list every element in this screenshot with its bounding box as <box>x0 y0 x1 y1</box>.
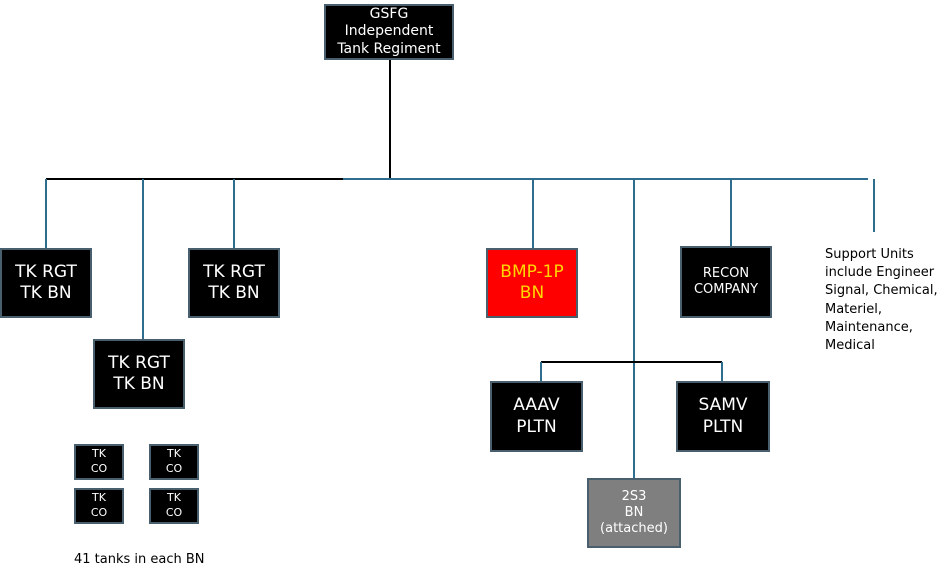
tank-company-box-4: TK CO <box>149 488 199 524</box>
tk-bn-1-line-2: TK BN <box>20 283 72 303</box>
tank-co-4-line-2: CO <box>165 506 183 519</box>
tank-co-4-line-1: TK <box>167 491 181 505</box>
samv-line-1: SAMV <box>698 395 748 416</box>
samv-pltn-box: SAMV PLTN <box>676 381 770 452</box>
tank-co-1-line-2: CO <box>90 462 108 475</box>
hq-box: GSFG Independent Tank Regiment <box>324 4 454 60</box>
tank-co-3-line-1: TK <box>92 491 106 505</box>
bmp-bn-line-1: BMP-1P <box>500 261 564 282</box>
tank-co-3-line-2: CO <box>90 506 108 519</box>
samv-line-2: PLTN <box>702 416 744 437</box>
tank-company-box-2: TK CO <box>149 444 199 480</box>
hq-line-2: Independent <box>344 23 434 40</box>
support-note-line-4: Materiel, <box>825 301 882 317</box>
tank-company-box-3: TK CO <box>74 488 124 524</box>
2s3-line-3: (attached) <box>600 521 668 537</box>
tank-company-box-1: TK CO <box>74 444 124 480</box>
recon-company-box: RECON COMPANY <box>680 246 772 318</box>
tk-bn-2-line-2: TK BN <box>208 283 260 303</box>
recon-line-2: COMPANY <box>693 282 759 297</box>
tank-co-2-line-2: CO <box>165 462 183 475</box>
recon-line-1: RECON <box>702 265 750 281</box>
tk-bn-3-line-1: TK RGT <box>108 352 170 373</box>
tk-bn-box-3: TK RGT TK BN <box>93 339 185 409</box>
support-units-note: Support Units include Engineer Signal, C… <box>825 246 949 355</box>
tk-bn-2-line-1: TK RGT <box>203 261 265 282</box>
tk-bn-box-1: TK RGT TK BN <box>0 248 92 318</box>
tank-co-2-line-1: TK <box>167 447 181 461</box>
aaav-line-2: PLTN <box>516 416 557 437</box>
support-note-line-6: Medical <box>825 337 875 353</box>
tk-bn-box-2: TK RGT TK BN <box>188 248 280 318</box>
support-note-line-2: include Engineer <box>825 265 935 281</box>
2s3-line-1: 2S3 <box>621 488 647 504</box>
bmp-bn-line-2: BN <box>519 283 545 303</box>
support-note-line-5: Maintenance, <box>825 319 913 335</box>
support-note-line-3: Signal, Chemical, <box>825 283 938 299</box>
tank-co-1-line-1: TK <box>92 447 106 461</box>
support-note-line-1: Support Units <box>825 247 914 262</box>
hq-line-1: GSFG <box>369 5 409 22</box>
tanks-per-bn-note: 41 tanks in each BN <box>74 552 205 567</box>
2s3-line-2: BN <box>624 504 644 520</box>
tk-bn-3-line-2: TK BN <box>113 374 165 394</box>
aaav-line-1: AAAV <box>513 395 560 416</box>
hq-line-3: Tank Regiment <box>337 40 441 57</box>
2s3-bn-box: 2S3 BN (attached) <box>587 478 681 548</box>
aaav-pltn-box: AAAV PLTN <box>490 381 583 452</box>
tk-bn-1-line-1: TK RGT <box>15 261 77 282</box>
bmp-bn-box: BMP-1P BN <box>486 248 578 318</box>
